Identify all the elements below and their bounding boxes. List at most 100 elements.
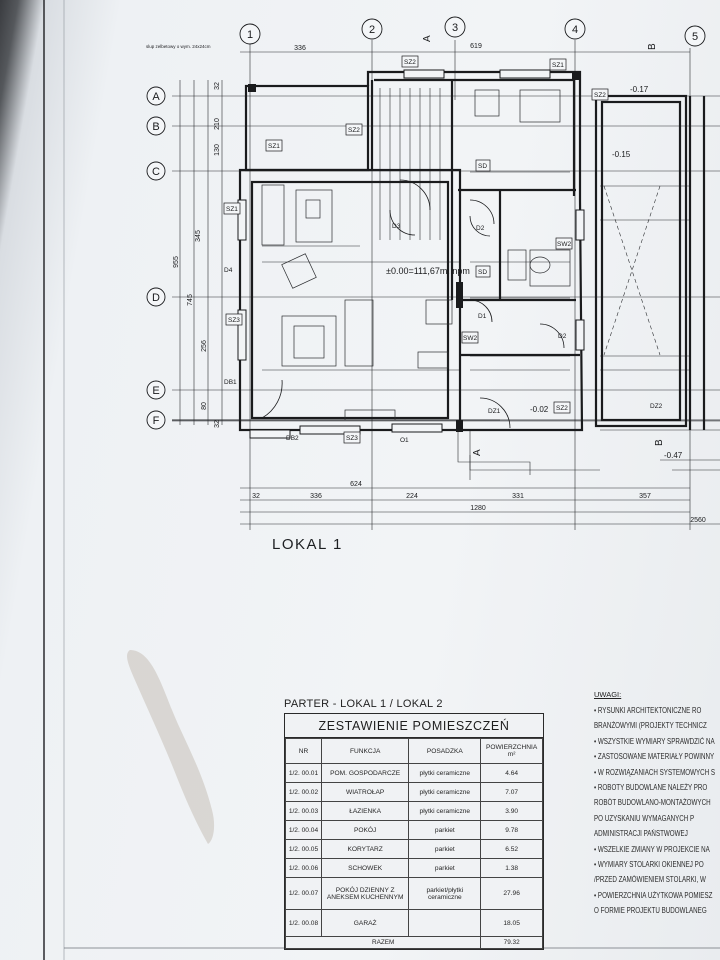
elevation: -0.47	[664, 451, 683, 460]
table-row: 1/2. 00.05 KORYTARZ parkiet 6.52	[285, 839, 543, 859]
element-label: SD	[478, 269, 487, 276]
cell-posadzka: płytki ceramiczne	[408, 801, 482, 821]
dim-text: 619	[470, 43, 482, 50]
dim-text: 745	[187, 294, 194, 306]
element-label: SZ2	[404, 59, 416, 66]
cell-nr: 1/2. 00.08	[285, 909, 322, 937]
grid-letter: E	[152, 385, 159, 397]
dim-text: 1280	[470, 505, 486, 512]
note-line: ADMINISTRACJI PAŃSTWOWEJ	[594, 829, 688, 839]
notes-panel: UWAGI: • RYSUNKI ARCHITEKTONICZNE RO BRA…	[594, 690, 720, 919]
notes-title: UWAGI:	[594, 690, 622, 699]
cell-funkcja: POM. GOSPODARCZE	[320, 763, 410, 783]
grid-letter: D	[152, 292, 160, 304]
note-line: • ZASTOSOWANE MATERIAŁY POWINNY	[594, 752, 715, 762]
windows	[237, 69, 585, 439]
cell-posadzka: płytki ceramiczne	[408, 763, 482, 783]
cell-area: 1.38	[480, 858, 543, 878]
total-row: RAZEM 79.32	[284, 936, 543, 949]
cell-area: 7.07	[480, 782, 543, 802]
element-label: SZ1	[226, 206, 238, 213]
element-label: D1	[478, 313, 487, 320]
cell-funkcja: GARAŻ	[320, 909, 410, 937]
element-label: DZ1	[488, 408, 501, 415]
cell-area: 4.64	[480, 763, 543, 783]
columns	[248, 72, 580, 432]
section-mark: B	[654, 439, 665, 446]
column-header: POSADZKA	[408, 738, 482, 764]
schedule-box: ZESTAWIENIE POMIESZCZEŃ NR FUNKCJA POSAD…	[284, 713, 544, 950]
grid-number: 1	[247, 29, 253, 41]
note-line: • WYMIARY STOLARKI OKIENNEJ PO	[594, 860, 704, 870]
grid-bubbles	[146, 16, 706, 430]
cell-nr: 1/2. 00.03	[285, 801, 322, 821]
grid-letter: B	[152, 121, 159, 133]
element-label: SZ3	[228, 317, 240, 324]
dim-text: 210	[214, 118, 221, 130]
cell-nr: 1/2. 00.05	[285, 839, 322, 859]
element-label: DZ2	[650, 403, 663, 410]
element-label: SZ1	[552, 62, 564, 69]
grid-number: 2	[369, 24, 375, 36]
dim-text: 256	[201, 340, 208, 352]
element-label: DB1	[224, 379, 237, 386]
note-line: • WSZYSTKIE WYMIARY SPRAWDZIĆ NA	[594, 736, 715, 746]
cell-area: 18.05	[480, 909, 543, 937]
cell-posadzka: płytki ceramiczne	[408, 782, 482, 802]
dim-text: 345	[195, 230, 202, 242]
total-value: 79.32	[480, 936, 543, 949]
elevation-main: ±0.00=111,67m. npm	[386, 266, 470, 276]
dim-text: 624	[350, 481, 362, 488]
cell-nr: 1/2. 00.06	[285, 858, 322, 878]
dim-text: 331	[512, 493, 524, 500]
note-line: PO UZYSKANIU WYMAGANYCH P	[594, 813, 695, 823]
lokal-label: LOKAL 1	[272, 536, 343, 553]
cell-nr: 1/2. 00.07	[285, 877, 322, 910]
note-line: O FORMIE PROJEKTU BUDOWLANEG	[594, 906, 707, 916]
note-line: • RYSUNKI ARCHITEKTONICZNE RO	[594, 706, 702, 715]
table-row: 1/2. 00.08 GARAŻ 18.05	[285, 909, 543, 937]
element-label: SZ2	[348, 127, 360, 134]
dim-text: 357	[639, 493, 651, 500]
note-line: • W ROZWIĄZANIACH SYSTEMOWYCH S	[594, 767, 716, 777]
grid-number: 3	[452, 22, 458, 34]
doors	[261, 179, 565, 429]
dim-text: 32	[252, 493, 260, 500]
section-mark: A	[472, 449, 483, 456]
element-label: SZ3	[346, 435, 358, 442]
cell-area: 3.90	[480, 801, 543, 821]
dim-text: 130	[214, 144, 221, 156]
note-line: • WSZELKIE ZMIANY W PROJEKCIE NA	[594, 844, 710, 854]
table-row: 1/2. 00.01 POM. GOSPODARCZE płytki ceram…	[285, 763, 543, 783]
total-label: RAZEM	[284, 936, 482, 949]
element-label: DB2	[286, 435, 299, 442]
table-row: 1/2. 00.06 SCHOWEK parkiet 1.38	[285, 858, 543, 878]
cell-funkcja: WIATROŁAP	[320, 782, 410, 802]
cell-funkcja: POKÓJ DZIENNY Z ANEKSEM KUCHENNYM	[320, 877, 410, 910]
grid-letter: A	[152, 91, 160, 103]
element-label: SZ2	[556, 405, 568, 412]
element-label: D3	[392, 223, 401, 230]
grid-number: 5	[692, 31, 698, 43]
cell-area: 9.78	[480, 820, 543, 840]
cell-area: 27.96	[480, 877, 543, 910]
cell-funkcja: KORYTARZ	[320, 839, 410, 859]
dim-text: 2560	[690, 517, 706, 524]
cell-funkcja: POKÓJ	[320, 820, 410, 840]
note-line: /PRZED ZAMÓWIENIEM STOLARKI, W	[594, 875, 706, 885]
cell-funkcja: ŁAZIENKA	[320, 801, 410, 821]
grid-letter: F	[153, 415, 160, 427]
dimension-lines	[172, 40, 720, 530]
note-line: • ROBOTY BUDOWLANE NALEŻY PRO	[594, 783, 708, 793]
note-line: ROBÓT BUDOWLANO-MONTAŻOWYCH	[594, 798, 711, 808]
dim-text: 336	[294, 45, 306, 52]
element-label: SW2	[557, 241, 571, 248]
cell-posadzka: parkiet	[408, 858, 482, 878]
column-header: POWIERZCHNIA m²	[480, 738, 543, 764]
cell-posadzka: parkiet	[408, 820, 482, 840]
cell-funkcja: SCHOWEK	[320, 858, 410, 878]
section-mark: B	[647, 43, 658, 50]
cell-posadzka: parkiet/płytki ceramiczne	[408, 877, 482, 910]
